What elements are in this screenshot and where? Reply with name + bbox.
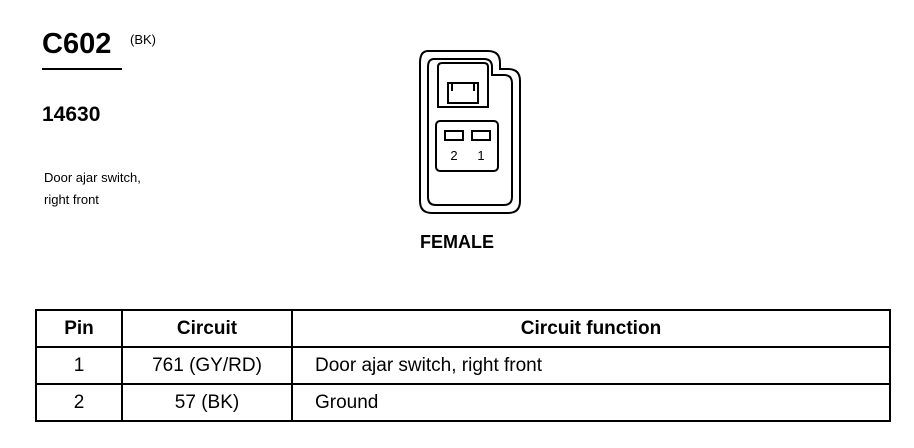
description-line-1: Door ajar switch, [44, 170, 141, 185]
cavity-label-2: 2 [450, 148, 457, 163]
cell-pin: 1 [35, 346, 123, 385]
pin-table: Pin Circuit Circuit function 1 761 (GY/R… [35, 309, 891, 422]
cell-circuit-function: Door ajar switch, right front [291, 346, 891, 385]
part-number: 14630 [42, 103, 101, 126]
connector-face-drawing: 2 1 [419, 50, 521, 214]
connector-inner-housing [427, 58, 513, 206]
table-row: 1 761 (GY/RD) Door ajar switch, right fr… [35, 346, 891, 385]
table-header-row: Pin Circuit Circuit function [35, 309, 891, 348]
cell-pin: 2 [35, 383, 123, 422]
connector-id-underline [42, 68, 122, 70]
locking-tab-inner [447, 82, 479, 104]
locking-tab-outer [437, 62, 489, 108]
connector-description: Door ajar switch, right front [44, 167, 244, 211]
header-pin: Pin [35, 309, 123, 348]
connector-id: C602 [42, 28, 112, 60]
connector-color: (BK) [130, 32, 156, 47]
cavity-1 [471, 130, 491, 141]
description-line-2: right front [44, 192, 99, 207]
header-circuit: Circuit [121, 309, 293, 348]
cell-circuit-function: Ground [291, 383, 891, 422]
header-circuit-function: Circuit function [291, 309, 891, 348]
table-row: 2 57 (BK) Ground [35, 383, 891, 422]
connector-outer-housing [419, 50, 521, 214]
cavity-2 [444, 130, 464, 141]
connector-gender-label: FEMALE [420, 232, 494, 252]
cavity-label-1: 1 [477, 148, 484, 163]
cell-circuit: 761 (GY/RD) [121, 346, 293, 385]
cell-circuit: 57 (BK) [121, 383, 293, 422]
pin-block [435, 120, 499, 172]
